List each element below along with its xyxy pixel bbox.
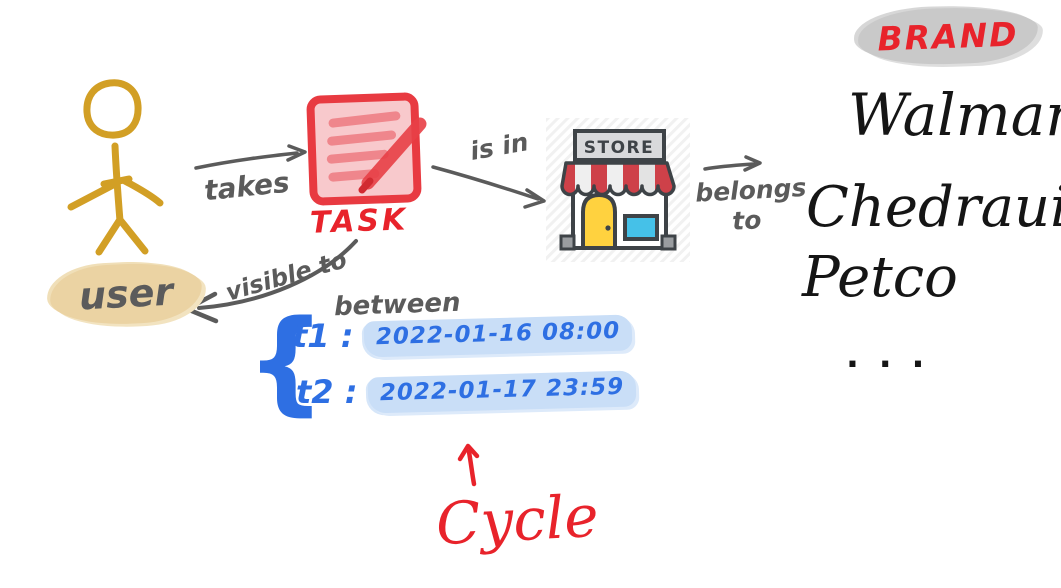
task-pen-icon: [358, 117, 427, 194]
store-foot-left: [559, 234, 576, 251]
t2-label: t2 :: [296, 373, 358, 411]
store-window: [623, 214, 659, 241]
store-awning-outline: [560, 161, 676, 197]
brand-item-chedraui: Chedraui: [806, 175, 1061, 240]
t2-row: t2 : 2022-01-17 23:59: [296, 370, 637, 414]
user-stick-figure-icon: [67, 79, 164, 256]
brand-item-ellipsis: . . .: [846, 336, 929, 376]
t1-value: 2022-01-16 08:00: [375, 317, 621, 351]
t1-value-highlight: 2022-01-16 08:00: [363, 314, 633, 358]
takes-arrow: [194, 144, 307, 170]
belongs-to-arrow: [703, 155, 762, 172]
store-door: [581, 192, 617, 250]
t1-row: t1 : 2022-01-16 08:00: [292, 314, 633, 358]
store-sign-board: [573, 129, 666, 162]
cycle-label: Cycle: [434, 481, 601, 559]
t1-label: t1 :: [292, 317, 354, 355]
brand-label: BRAND: [876, 14, 1020, 58]
brand-item-walmart: Walmart: [848, 81, 1061, 149]
cycle-arrow: [457, 443, 480, 487]
store-foot-right: [660, 234, 677, 251]
user-label: user: [77, 269, 175, 319]
t2-value: 2022-01-17 23:59: [379, 373, 625, 407]
task-note-icon: [306, 92, 427, 206]
brand-item-petco: Petco: [802, 245, 958, 310]
store-doorknob: [605, 225, 611, 231]
cycle-brace: {: [246, 297, 326, 427]
store-sign-text: STORE: [584, 138, 655, 158]
task-label: TASK: [309, 202, 409, 241]
t2-value-highlight: 2022-01-17 23:59: [367, 370, 637, 414]
store-icon: STORE: [546, 118, 690, 262]
belongs-to-edge-label: belongs to: [694, 172, 808, 236]
is-in-arrow: [431, 165, 546, 209]
